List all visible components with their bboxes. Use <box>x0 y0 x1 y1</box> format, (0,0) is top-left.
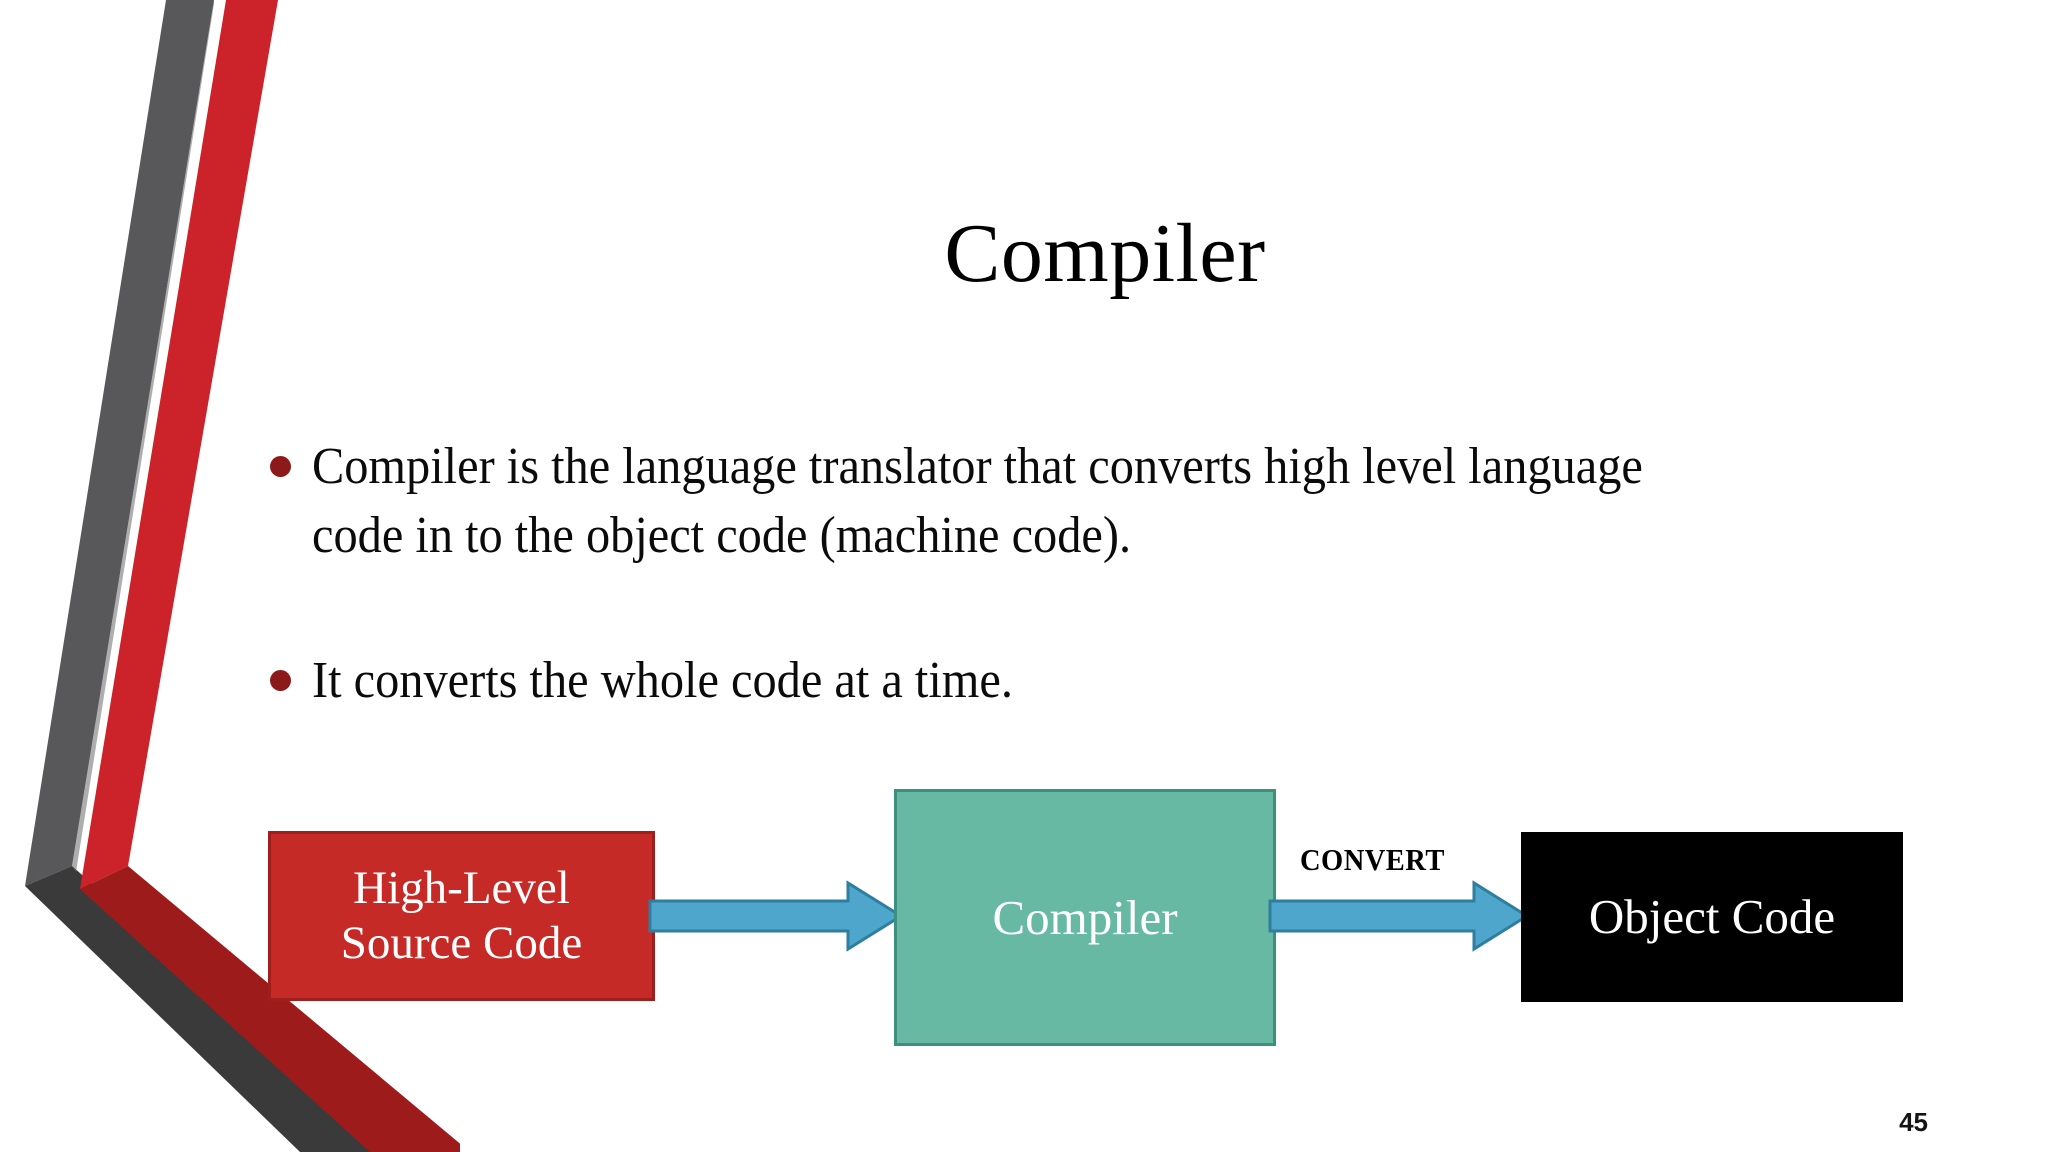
diagram-node-compiler: Compiler <box>894 789 1276 1046</box>
source-code-label-line2: Source Code <box>340 917 583 969</box>
diagram-node-source-code-label: High-Level Source Code <box>341 861 582 972</box>
diagram-node-compiler-label: Compiler <box>992 889 1178 945</box>
arrow-source-to-compiler-icon <box>648 880 904 952</box>
page-number: 45 <box>1899 1107 1928 1137</box>
diagram-node-object-code-label: Object Code <box>1588 889 1836 945</box>
source-code-label-line1: High-Level <box>353 861 570 914</box>
list-item: Compiler is the language translator that… <box>262 432 1822 570</box>
arrow-convert-label: CONVERT <box>1300 842 1445 877</box>
list-item: It converts the whole code at a time. <box>262 646 1822 715</box>
arrow-compiler-to-object-icon <box>1268 880 1530 952</box>
page-title: Compiler <box>944 207 1266 300</box>
bullet-dot-icon <box>270 456 291 477</box>
bullet-list: Compiler is the language translator that… <box>262 432 1822 749</box>
bullet-dot-icon <box>270 670 291 692</box>
diagram-node-object-code: Object Code <box>1521 832 1903 1002</box>
bullet-text: Compiler is the language translator that… <box>312 438 1643 565</box>
diagram-node-source-code: High-Level Source Code <box>268 831 655 1001</box>
bullet-text: It converts the whole code at a time. <box>312 652 1013 710</box>
